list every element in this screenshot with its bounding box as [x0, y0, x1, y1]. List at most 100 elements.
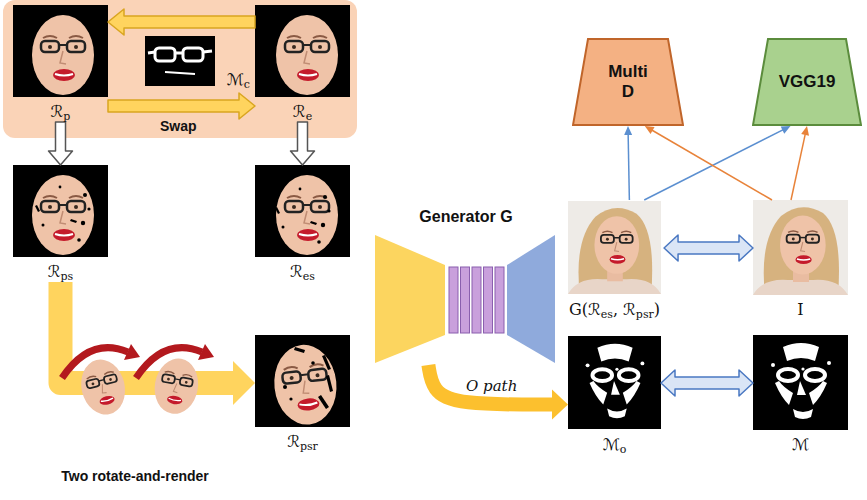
- node-label: ℛp: [51, 102, 71, 122]
- image-panel: ℛpsr: [255, 335, 350, 452]
- vgg-block: VGG19: [752, 38, 862, 126]
- image-panel: ℛp: [13, 5, 108, 122]
- feature-line: [645, 126, 772, 200]
- mask-panel: ℳc: [145, 36, 250, 90]
- arrow-head: [233, 361, 255, 405]
- residual-block: [461, 267, 470, 333]
- block-arrow: [291, 122, 315, 165]
- generator-network: Generator G: [372, 205, 560, 365]
- swap-arrow: [108, 9, 255, 35]
- math-subscript: ps: [61, 270, 74, 283]
- image-panel: I: [753, 200, 848, 320]
- image-panel: ℛps: [13, 165, 108, 282]
- face-image: [255, 5, 350, 97]
- node-label: ℳc: [227, 70, 250, 90]
- residual-block: [495, 267, 504, 333]
- node-label: ℛe: [293, 102, 312, 122]
- math-subscript: o: [620, 443, 627, 456]
- arrow-head: [781, 126, 791, 134]
- math-symbol: ℳ: [227, 70, 244, 89]
- image-panel: ℛes: [255, 165, 350, 282]
- math-symbol: ℛ: [293, 102, 306, 121]
- feature-line: [791, 126, 809, 200]
- compare-arrow: [664, 235, 753, 261]
- math-text: G(: [569, 300, 588, 319]
- flow-arrow: [291, 122, 315, 165]
- math-symbol: ℛ: [48, 262, 61, 281]
- mask-panel: ℳ: [753, 335, 848, 455]
- generator-shape: [372, 205, 560, 365]
- feature-line: [624, 126, 632, 200]
- trapezoid-outline: [753, 39, 861, 125]
- residual-block: [472, 267, 481, 333]
- mask-image: [145, 36, 215, 86]
- rotate-illustration-art: [62, 344, 214, 419]
- math-subscript: psr: [300, 440, 318, 453]
- residual-block: [484, 267, 493, 333]
- block-arrow: [108, 9, 255, 35]
- mask-image: [568, 336, 661, 429]
- node-label: ℳ: [792, 435, 809, 455]
- arrow-head: [624, 126, 632, 135]
- math-subscript: p: [63, 110, 70, 123]
- trapezoid-outline: [573, 39, 683, 125]
- math-symbol: ℛ: [623, 300, 636, 319]
- node-label: I: [797, 300, 803, 320]
- o-path-arrow: [428, 365, 568, 420]
- swap-band: Swap ℛp ℳcℛe: [3, 0, 357, 138]
- math-symbol: ℳ: [603, 435, 620, 454]
- connector-line: [428, 365, 553, 405]
- block-arrow: [661, 370, 753, 396]
- math-symbol: ℛ: [290, 262, 303, 281]
- arrow-head: [552, 390, 568, 420]
- generated-photo: [568, 201, 661, 294]
- rotate-illustration: Two rotate-and-render: [40, 335, 230, 485]
- swap-arrow: [108, 93, 255, 119]
- block-arrow: [49, 122, 73, 165]
- ground-truth-photo: [753, 200, 848, 295]
- image-panel: G(ℛes, ℛpsr): [565, 200, 664, 320]
- encoder-part: [375, 235, 445, 363]
- math-symbol: ℳ: [792, 435, 809, 454]
- feature-line: [644, 126, 790, 200]
- math-subscript: es: [303, 270, 315, 283]
- math-text: ): [654, 300, 660, 319]
- node-label: ℳo: [603, 435, 627, 455]
- math-subscript: psr: [636, 308, 654, 321]
- math-symbol: ℛ: [51, 102, 64, 121]
- compare-arrow: [661, 370, 753, 396]
- residual-block: [449, 267, 458, 333]
- mask-panel: ℳo: [568, 335, 661, 455]
- face-image: [255, 335, 350, 428]
- flow-arrow: [49, 122, 73, 165]
- face-image: [13, 5, 108, 97]
- edge-label-anchor: O path: [466, 377, 517, 395]
- node-label: Multi D: [602, 62, 654, 102]
- node-label: Two rotate-and-render: [61, 467, 209, 485]
- arrow-head: [801, 126, 809, 136]
- node-label: ℛps: [48, 262, 73, 282]
- node-label: Generator G: [419, 207, 512, 227]
- node-label: ℛpsr: [287, 432, 318, 452]
- node-label: Swap: [160, 117, 197, 135]
- arrow-head: [645, 126, 655, 134]
- mask-image: [753, 335, 848, 430]
- math-symbol: ℛ: [588, 300, 601, 319]
- discriminator-block: Multi D: [572, 38, 684, 126]
- math-symbol: ℛ: [287, 432, 300, 451]
- connector-line: [628, 134, 629, 200]
- node-label: G(ℛes, ℛpsr): [569, 300, 660, 320]
- block-arrow: [664, 235, 753, 261]
- face-image: [255, 165, 350, 257]
- math-text: I: [797, 300, 803, 319]
- image-panel: ℛe: [255, 5, 350, 122]
- decoder-part: [507, 235, 555, 363]
- connector-line: [652, 130, 772, 200]
- block-arrow: [108, 93, 255, 119]
- node-label: VGG19: [771, 72, 843, 92]
- math-subscript: c: [244, 78, 250, 91]
- math-text: ,: [613, 300, 623, 319]
